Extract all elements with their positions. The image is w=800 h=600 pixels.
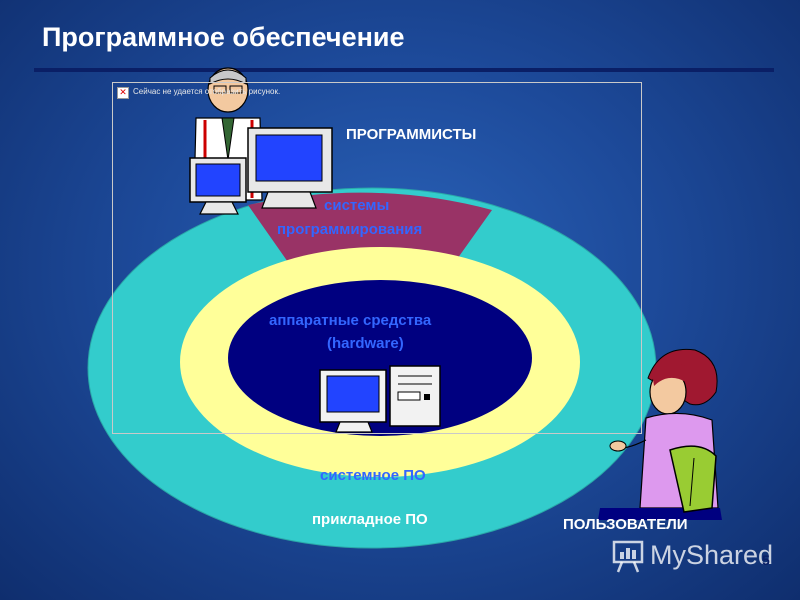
programming-systems-sector bbox=[248, 192, 492, 265]
chair-icon bbox=[669, 445, 717, 513]
title-underline bbox=[34, 68, 774, 72]
programmer-small-monitor-icon bbox=[189, 157, 247, 215]
label-users: ПОЛЬЗОВАТЕЛИ bbox=[563, 516, 688, 533]
myshared-watermark: MyShared bbox=[610, 536, 774, 576]
label-hardware-line2: (hardware) bbox=[327, 335, 404, 352]
broken-image-placeholder: ✕ Сейчас не удается отобразить рисунок. bbox=[112, 82, 642, 434]
slide-number: 5 bbox=[762, 552, 770, 568]
slide-title: Программное обеспечение bbox=[42, 22, 405, 52]
watermark-brand: MyShared bbox=[650, 540, 774, 570]
system-unit-icon bbox=[389, 365, 441, 427]
monitor-icon bbox=[319, 369, 387, 433]
label-programmers: ПРОГРАММИСТЫ bbox=[346, 126, 477, 143]
broken-image-message: Сейчас не удается отобразить рисунок. bbox=[133, 87, 281, 96]
programmer-monitor-icon bbox=[247, 127, 333, 209]
label-programming-systems-line2: программирования bbox=[277, 221, 423, 238]
label-programming-systems-line1: системы bbox=[324, 197, 390, 214]
label-system-software: системное ПО bbox=[320, 467, 426, 484]
presentation-board-icon bbox=[612, 540, 644, 573]
broken-image-icon: ✕ bbox=[117, 87, 129, 99]
label-hardware-line1: аппаратные средства bbox=[269, 312, 432, 329]
label-applied-software: прикладное ПО bbox=[312, 511, 428, 528]
hardware-core bbox=[228, 280, 532, 436]
